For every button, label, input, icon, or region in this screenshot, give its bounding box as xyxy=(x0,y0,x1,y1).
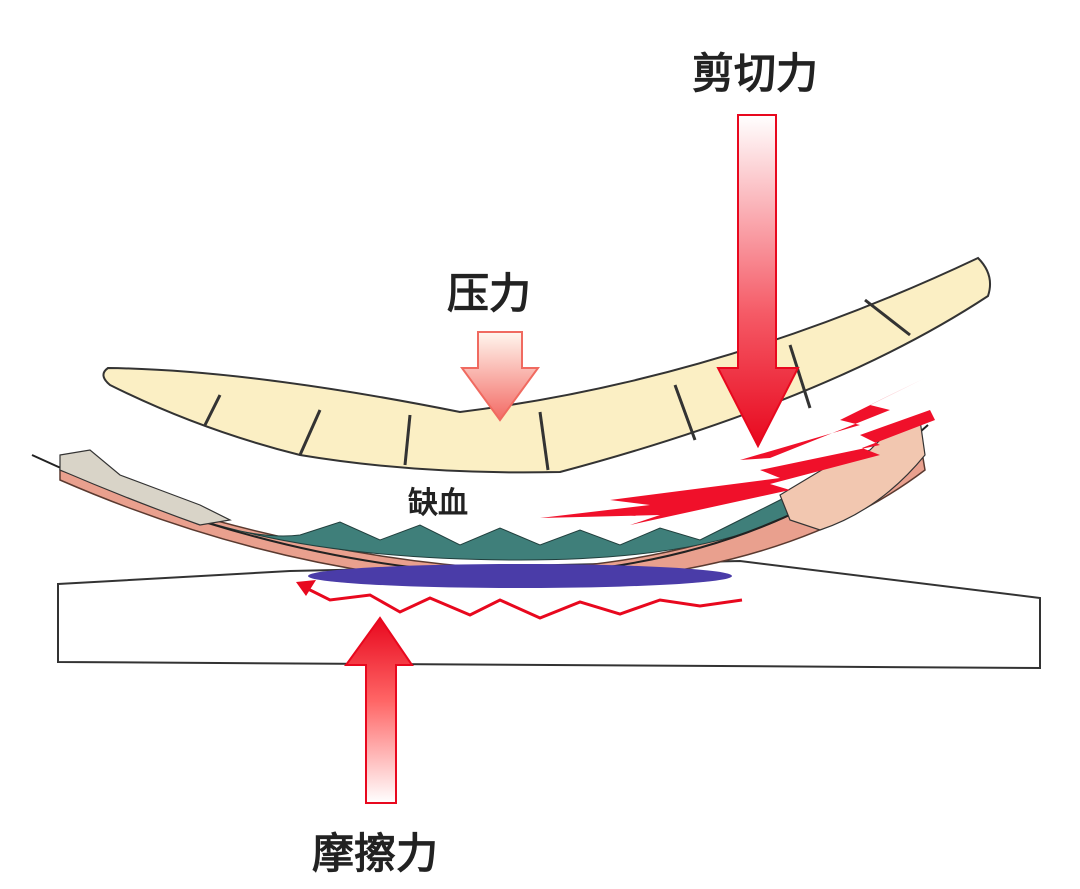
friction-arrow xyxy=(344,616,414,804)
ischemia-label: 缺血 xyxy=(408,486,468,521)
friction-zigzag xyxy=(299,583,743,620)
bone-segment-lines xyxy=(203,298,911,471)
friction-zigzag-head xyxy=(296,580,316,596)
bone xyxy=(102,256,991,474)
ischemia-zone xyxy=(308,564,732,588)
pressure-arrow xyxy=(460,331,540,422)
tissue-left-cells xyxy=(59,449,232,526)
shear-arrow xyxy=(716,114,800,449)
tissue-teal-band xyxy=(199,479,821,561)
pressure-label: 压力 xyxy=(447,269,532,318)
friction-label: 摩擦力 xyxy=(312,829,439,878)
shear-lightning xyxy=(540,410,935,525)
shear-force-label: 剪切力 xyxy=(692,49,819,98)
